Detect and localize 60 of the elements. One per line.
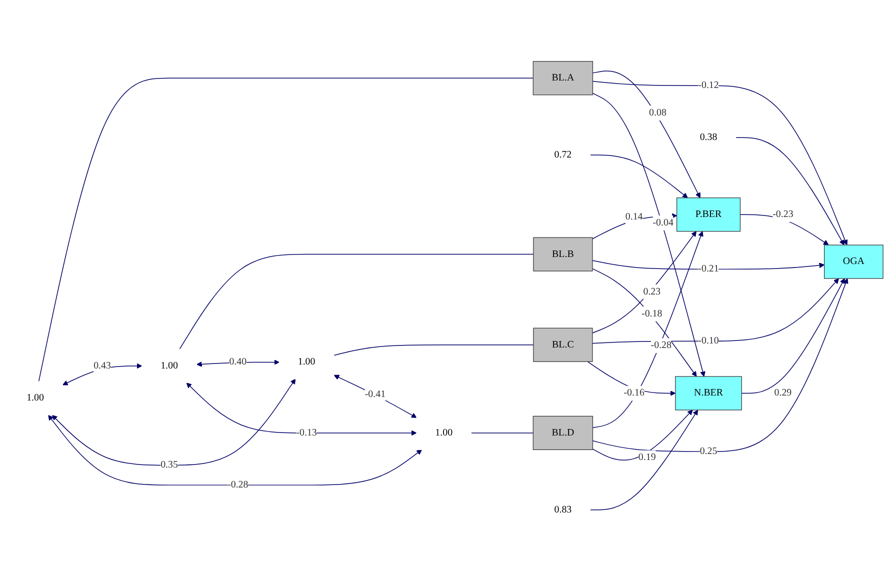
edge-label: 0.08: [649, 106, 666, 118]
arrow: [52, 378, 296, 466]
arrow: [592, 278, 839, 344]
arrow: [592, 260, 825, 270]
edge-label: -0.12: [698, 79, 719, 90]
arrow: [48, 414, 422, 485]
edge-label: 0.43: [94, 360, 111, 370]
arrow: [587, 360, 676, 396]
node-box: P.BER: [676, 197, 741, 232]
arrow: [592, 80, 848, 245]
arrow: [592, 268, 697, 376]
edge-label: -0.18: [642, 308, 662, 318]
arrow: [62, 362, 142, 385]
node-box: BL.A: [532, 60, 594, 95]
edge-label: -0.13: [296, 426, 317, 438]
node-text: 1.00: [26, 392, 44, 403]
edge-label: -0.16: [624, 387, 644, 398]
edge-label: 0.35: [160, 459, 178, 470]
edge-label: 0.29: [774, 387, 792, 398]
node-text: 1.00: [160, 360, 178, 370]
node-text: 0.72: [554, 148, 572, 160]
connector: [333, 344, 534, 356]
arrow: [741, 278, 845, 394]
node-text: 1.00: [435, 426, 453, 438]
arrow: [592, 212, 678, 239]
edge-label: -0.28: [650, 340, 672, 350]
arrow: [590, 154, 688, 198]
connector: [470, 432, 534, 433]
node-box: BL.C: [533, 327, 593, 362]
edge-label: 0.25: [700, 445, 718, 456]
arrow: [592, 230, 704, 428]
connector: [38, 77, 534, 382]
arrow: [592, 70, 700, 198]
arrow: [592, 92, 706, 376]
node-text: 0.38: [700, 132, 718, 142]
connector: [179, 253, 534, 350]
node-box: BL.D: [532, 415, 594, 450]
arrow: [592, 230, 696, 333]
edge-label: -0.28: [228, 478, 248, 490]
edge-label: -0.21: [698, 263, 719, 274]
edge-label: -0.23: [772, 208, 794, 220]
edge-label: -0.04: [652, 216, 674, 228]
arrow: [186, 382, 417, 436]
node-box: N.BER: [675, 376, 742, 410]
edge-label: -0.41: [364, 388, 386, 399]
edge-label: 0.23: [643, 286, 661, 296]
arrow: [740, 214, 829, 245]
edge-label: 0.40: [229, 356, 247, 367]
edge-label: 0.14: [625, 210, 643, 222]
edge-label: -0.10: [698, 335, 719, 346]
arrow: [592, 409, 693, 460]
edge-label: 0.19: [638, 452, 656, 462]
node-box: OGA: [824, 244, 884, 278]
node-text: 0.83: [554, 504, 572, 514]
arrow: [334, 374, 417, 418]
node-text: 1.00: [298, 356, 316, 367]
arrow: [592, 278, 848, 452]
arrow: [590, 409, 698, 510]
arrow: [735, 136, 844, 245]
node-box: BL.B: [533, 236, 593, 271]
